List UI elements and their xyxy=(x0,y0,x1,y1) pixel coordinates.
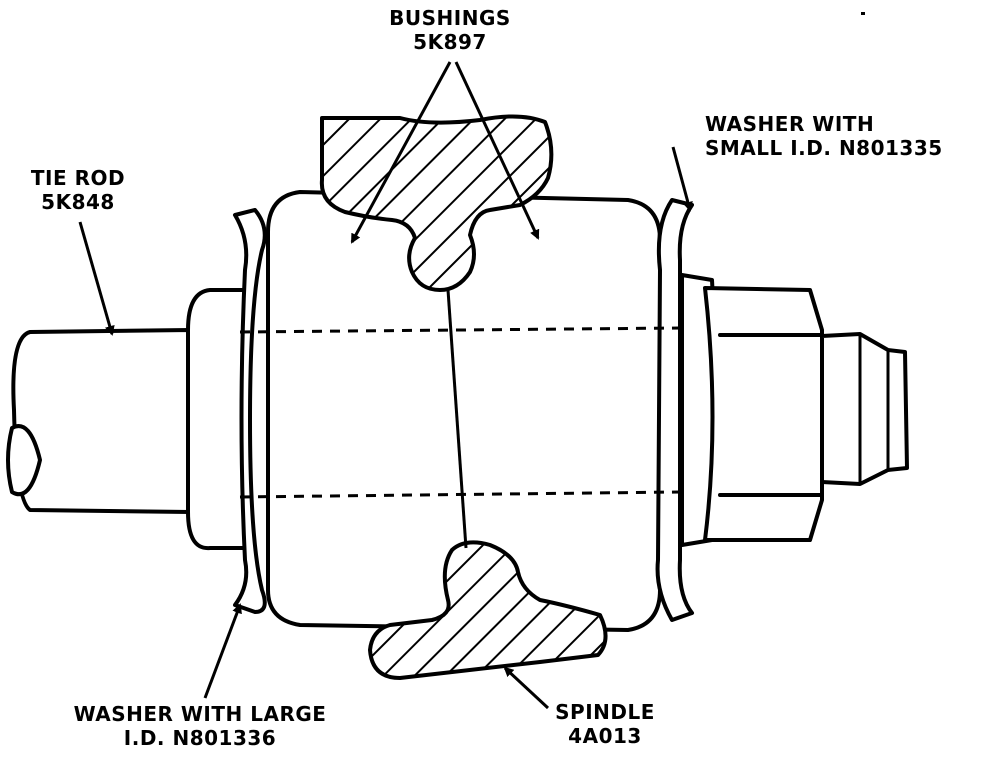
spindle-label-line2: 4A013 xyxy=(568,724,642,748)
washer-small-label: WASHER WITH SMALL I.D. N801335 xyxy=(705,112,943,160)
tie-rod-label-line2: 5K848 xyxy=(41,190,115,214)
nut-flat-line xyxy=(718,333,822,497)
bushings-leader-left xyxy=(350,61,452,244)
bushing-split-line xyxy=(446,289,468,549)
bore-hidden-lines xyxy=(239,326,681,499)
washer-large-label-line2: I.D. N801336 xyxy=(123,726,277,750)
tie-rod xyxy=(6,328,192,514)
washer-large-id xyxy=(233,208,267,614)
washer-large-leader xyxy=(203,603,242,699)
washer-small-label-line1: WASHER WITH xyxy=(705,112,875,136)
spindle-leader xyxy=(503,666,550,710)
bushings-label-line1: BUSHINGS xyxy=(389,6,511,30)
spindle-body xyxy=(266,190,662,632)
tie-rod-collar xyxy=(186,288,250,551)
washer-large-label-line1: WASHER WITH LARGE xyxy=(73,702,327,726)
tie-rod-label: TIE ROD 5K848 xyxy=(18,166,138,214)
washer-small-leader xyxy=(671,146,693,212)
washer-large-label: WASHER WITH LARGE I.D. N801336 xyxy=(40,702,360,750)
lower-bushing xyxy=(368,540,608,680)
spindle-label-line1: SPINDLE xyxy=(555,700,655,724)
washer-small-id xyxy=(655,198,694,622)
tie-rod-leader xyxy=(78,221,115,336)
castle-nut xyxy=(703,286,824,542)
bushings-label: BUSHINGS 5K897 xyxy=(380,6,520,54)
bushings-leader-right xyxy=(454,61,540,240)
washer-small-label-line2: SMALL I.D. N801335 xyxy=(705,136,943,160)
stud-end xyxy=(820,332,909,486)
speck xyxy=(861,12,865,15)
bushings-label-line2: 5K897 xyxy=(413,30,487,54)
upper-bushing xyxy=(319,114,554,292)
tie-rod-label-line1: TIE ROD xyxy=(30,166,126,190)
spindle-label: SPINDLE 4A013 xyxy=(540,700,670,748)
